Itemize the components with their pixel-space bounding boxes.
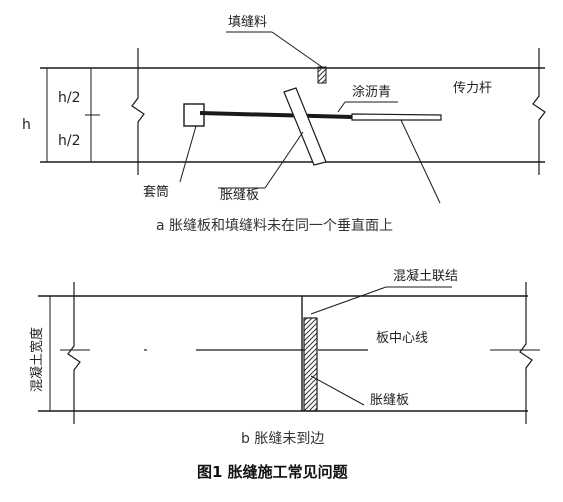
label-asphalt: 涂沥青 bbox=[352, 84, 391, 100]
left-break-line-a bbox=[131, 48, 145, 175]
caption-b: b 胀缝未到边 bbox=[241, 431, 324, 447]
label-half-top: h/2 bbox=[58, 90, 81, 106]
asphalt-coated-bar bbox=[351, 113, 442, 121]
leader-board-b bbox=[310, 375, 365, 406]
leader-sleeve bbox=[179, 125, 197, 183]
diagram-b: 混凝土宽度 混凝土联结 板中心线 胀缝板 b 胀缝未到边 bbox=[29, 268, 540, 447]
figure-title: 图1 胀缝施工常见问题 bbox=[197, 463, 349, 481]
expansion-board-b bbox=[303, 317, 318, 412]
leader-board-a bbox=[264, 131, 304, 189]
leader-filler bbox=[271, 31, 323, 68]
diagram-a: h h/2 h/2 填缝料 涂沥青 传力杆 套筒 胀缝板 a 胀缝板和填缝料未在… bbox=[22, 15, 546, 234]
right-break-line-b bbox=[519, 282, 533, 424]
right-break-line-a bbox=[532, 48, 546, 175]
joint-filler bbox=[317, 66, 327, 84]
label-connection: 混凝土联结 bbox=[393, 268, 458, 284]
label-board-b: 胀缝板 bbox=[370, 393, 409, 408]
label-sleeve: 套筒 bbox=[143, 184, 169, 200]
label-filler: 填缝料 bbox=[228, 15, 267, 30]
caption-a: a 胀缝板和填缝料未在同一个垂直面上 bbox=[156, 217, 393, 234]
label-half-bottom: h/2 bbox=[58, 133, 81, 149]
tilted-expansion-board bbox=[283, 87, 327, 166]
label-dowel: 传力杆 bbox=[453, 81, 492, 96]
label-centerline: 板中心线 bbox=[376, 331, 428, 346]
leader-asphalt-bar bbox=[400, 119, 441, 204]
label-board-a: 胀缝板 bbox=[220, 188, 259, 203]
left-break-line-b bbox=[67, 282, 81, 424]
label-h: h bbox=[22, 117, 31, 133]
leader-asphalt bbox=[337, 101, 346, 113]
label-width: 混凝土宽度 bbox=[29, 327, 45, 392]
leader-connection bbox=[310, 286, 387, 315]
dowel-bar bbox=[199, 111, 353, 119]
